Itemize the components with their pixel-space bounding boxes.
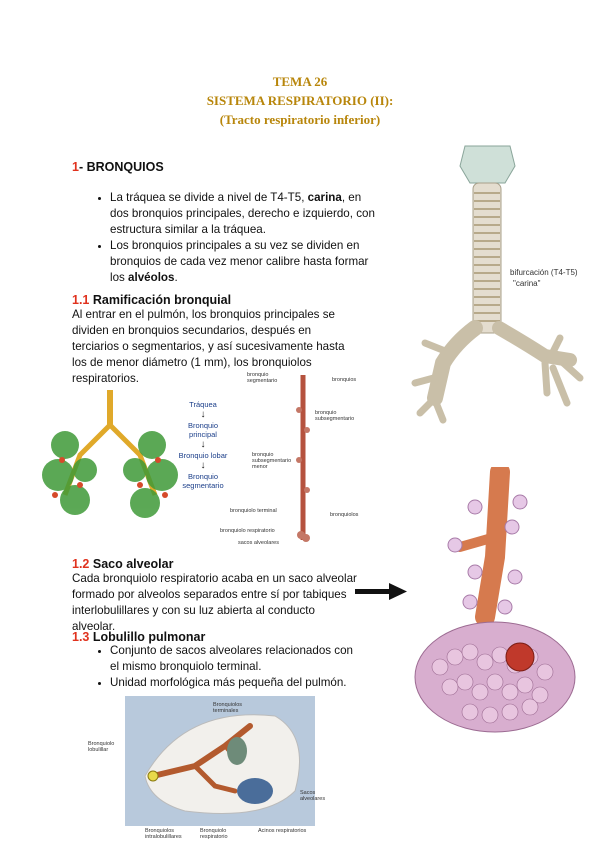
- trachea-illustration: bifurcación (T4-T5) "carina": [375, 138, 595, 428]
- branch-label: bronquio subsegmentario: [315, 410, 355, 422]
- title-line-1: TEMA 26: [272, 74, 328, 89]
- lobule-label: Bronquiolos intralobulillares: [145, 828, 182, 840]
- carina-note-1: bifurcación (T4-T5): [510, 268, 578, 277]
- flow-step: Bronquio lobar: [178, 451, 228, 460]
- list-item: La tráquea se divide a nivel de T4-T5, c…: [110, 190, 375, 238]
- carina-note-2: "carina": [513, 279, 541, 288]
- section-1-1-text: Al entrar en el pulmón, los bronquios pr…: [72, 308, 345, 385]
- lobule-label: Bronquiolo respiratorio: [200, 828, 228, 840]
- flow-step: Bronquio principal: [187, 421, 219, 439]
- branch-label: bronquiolo respiratorio: [220, 528, 275, 534]
- arrow-down-icon: ↓: [200, 460, 206, 471]
- lobule-label: Acinos respiratorios: [258, 828, 307, 834]
- branch-label: bronquiolo terminal: [230, 508, 277, 514]
- branch-label: bronquios: [332, 377, 357, 383]
- section-1-2-heading: 1.2 Saco alveolar: [72, 557, 174, 571]
- airway-flow-diagram: Tráquea ↓ Bronquio principal ↓ Bronquio …: [178, 400, 228, 490]
- title-line-3: (Tracto respiratorio inferior): [219, 112, 381, 127]
- list-item: Conjunto de sacos alveolares relacionado…: [110, 643, 360, 675]
- flow-step: Bronquio segmentario: [182, 472, 224, 490]
- branch-label: bronquio subsegmentario menor: [252, 452, 292, 470]
- section-1-list: La tráquea se divide a nivel de T4-T5, c…: [90, 190, 375, 286]
- flow-step: Tráquea: [189, 400, 217, 409]
- section-1-3-heading: 1.3 Lobulillo pulmonar: [72, 630, 206, 644]
- section-1-3-list: Conjunto de sacos alveolares relacionado…: [90, 643, 360, 691]
- lobule-illustration: [125, 696, 315, 826]
- section-1-2-text: Cada bronquiolo respiratorio acaba en un…: [72, 572, 357, 633]
- title-line-2: SISTEMA RESPIRATORIO (II):: [206, 93, 394, 108]
- lobule-label: Bronquiolos terminales: [213, 702, 243, 714]
- section-1-heading: 1- BRONQUIOS: [72, 160, 164, 174]
- bronchial-tree-illustration: [42, 390, 178, 518]
- arrow-down-icon: ↓: [200, 409, 206, 420]
- list-item: Los bronquios principales a su vez se di…: [110, 238, 375, 286]
- alveolar-sac-illustration: [414, 467, 576, 733]
- arrow-down-icon: ↓: [200, 439, 206, 450]
- branch-label: bronquiolos: [330, 512, 359, 518]
- branch-label: sacos alveolares: [238, 540, 279, 546]
- lobule-label: Sacos alveolares: [300, 790, 326, 802]
- list-item: Unidad morfológica más pequeña del pulmó…: [110, 675, 360, 691]
- bronchiole-branch-illustration: [296, 375, 310, 542]
- arrow-right-icon: [355, 583, 407, 600]
- section-1-1-heading: 1.1 Ramificación bronquial: [72, 293, 232, 307]
- branch-label: bronquio segmentario: [247, 372, 278, 384]
- lobule-label: Bronquiolo lobulillar: [88, 741, 115, 753]
